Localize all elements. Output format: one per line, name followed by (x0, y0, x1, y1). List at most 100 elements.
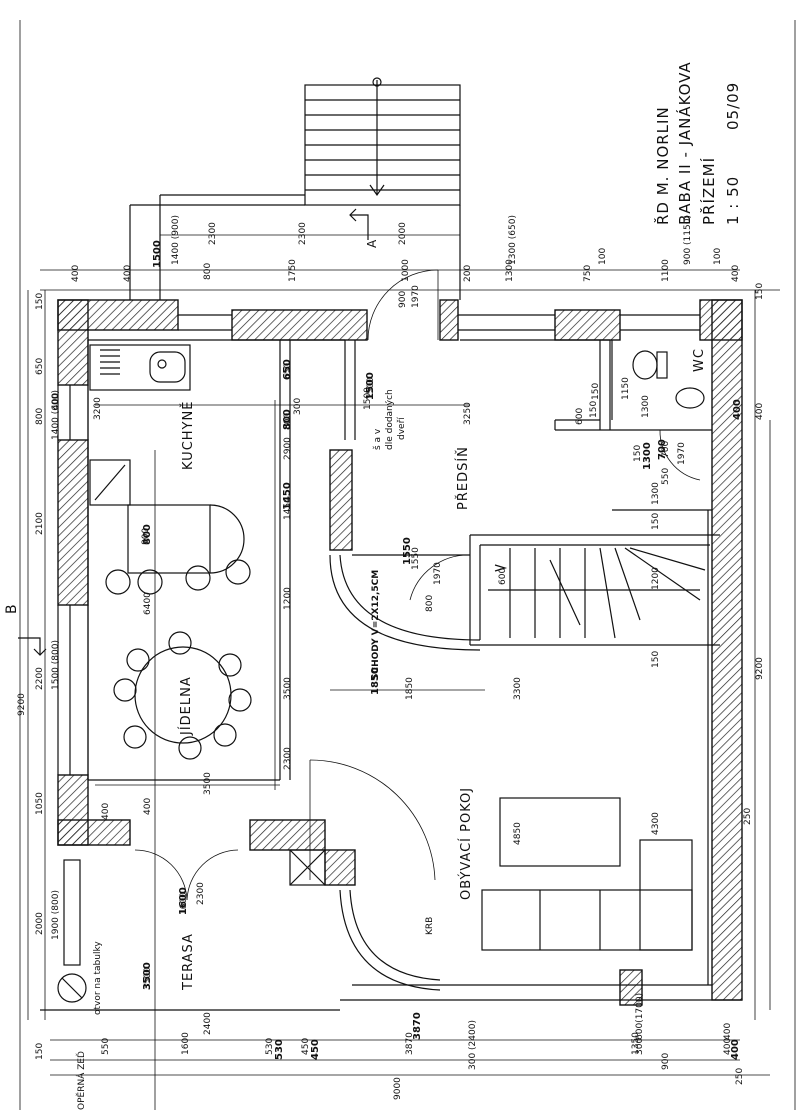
dimension-label: 1000 (401, 259, 411, 282)
dimension-lines (27, 234, 780, 1110)
dimension-label: 800 (425, 595, 435, 612)
dimension-label: 600(1700) (635, 993, 645, 1040)
dimension-label: 1050 (35, 792, 45, 815)
dimension-label: 1970 (433, 562, 443, 585)
dimension-label: 3870 (412, 1012, 423, 1040)
dimension-label: 1500 (365, 372, 376, 400)
dimension-label: 250 (735, 1068, 745, 1085)
dimension-label: 400 (123, 265, 133, 282)
dimension-label: 150 (755, 283, 765, 300)
section-a-label: A (365, 239, 379, 248)
dimension-label: 1300 (642, 442, 653, 470)
kitchen-furniture (89, 344, 251, 595)
title-block: ŘD M. NORLIN BABA II - JANÁKOVA PŘÍZEMÍ … (653, 61, 742, 225)
dimension-label: 1150 (621, 377, 631, 400)
dimension-label: 2000 (398, 222, 408, 245)
doors (134, 269, 701, 901)
dimension-label: 2300 (196, 882, 206, 905)
wc-fixtures (632, 350, 705, 409)
dimension-label: 650 (283, 363, 293, 380)
door-note-1: š a v (372, 428, 383, 450)
dimension-label: 2300 (208, 222, 218, 245)
section-b-marker: B (4, 604, 47, 656)
dimension-label: 6400 (143, 592, 153, 615)
dimension-label: 2900 (283, 437, 293, 460)
interior-staircase (488, 547, 706, 639)
title-date: 05/09 (724, 82, 742, 130)
dimension-label: 650 (35, 358, 45, 375)
dimension-label: 550 (101, 1038, 111, 1055)
interior-walls (87, 339, 720, 985)
dimension-label: 150 (591, 383, 601, 400)
dimension-label: 400 (71, 265, 81, 282)
section-a-marker: A (349, 208, 379, 248)
dimension-label: 1450 (282, 482, 293, 510)
dimension-label: 150 (35, 293, 45, 310)
room-label-kitchen: KUCHYNĚ (180, 401, 196, 470)
dimension-label: 1100 (661, 259, 671, 282)
dimension-label: 450 (310, 1039, 321, 1060)
dimension-label: 150 (651, 513, 661, 530)
dimension-label: 200 (463, 265, 473, 282)
dimension-label: 750 (583, 265, 593, 282)
dimension-label: 3500 (142, 962, 153, 990)
dimension-label: 400 (143, 798, 153, 815)
dimension-label: 9200 (17, 693, 27, 716)
dimension-label: 1500 (152, 240, 163, 268)
section-b-label: B (4, 604, 20, 614)
room-label-terrace: TERASA (181, 933, 196, 991)
dimension-label: 9000 (393, 1077, 403, 1100)
dimension-label: 4850 (513, 822, 523, 845)
dimension-label: 2300 (298, 222, 308, 245)
dimension-label: 1300 (650) (508, 215, 518, 265)
dimension-label: 100 (713, 248, 723, 265)
dimension-label: 150 (633, 445, 643, 462)
dimension-label: 300 (635, 1038, 645, 1055)
dimension-label: 1200 (651, 567, 661, 590)
room-label-dining: JÍDELNA (178, 676, 194, 736)
dimension-label: 800 (283, 413, 293, 430)
dimension-label: 3250 (463, 402, 473, 425)
dimension-label: 1500 (800) (51, 640, 61, 690)
dimension-label: 150 (35, 1043, 45, 1060)
dimension-label: 900 (661, 1053, 671, 1070)
dimension-label: 2200 (35, 667, 45, 690)
dimension-label: 3500 (203, 772, 213, 795)
dimension-label: 3500 (283, 677, 293, 700)
dimension-label: 250 (743, 808, 753, 825)
dimension-label: 9200 (755, 657, 765, 680)
dimension-label: 1970 (677, 442, 687, 465)
dimension-label: 1450 (283, 497, 293, 520)
dimension-label: 700 (657, 439, 668, 460)
dimension-label: 400 (732, 399, 743, 420)
label-retaining-wall: OPĚRNÁ ZEĎ (75, 1051, 87, 1110)
dimension-label: 400 (731, 265, 741, 282)
dimension-label: 1970 (411, 285, 421, 308)
hall-arc (329, 554, 481, 651)
dimension-label: 1500 (363, 387, 373, 410)
dimension-label: 800 (142, 524, 153, 545)
title-line2: BABA II - JANÁKOVA (675, 61, 694, 225)
exterior-stairs (129, 77, 461, 300)
dimension-label: 300 (2400) (468, 1020, 478, 1070)
door-note-3: dveří (397, 417, 407, 440)
dimension-label: 900 (398, 291, 408, 308)
dimension-label: 400 (730, 1039, 741, 1060)
dimension-label: 1350 (631, 1032, 641, 1055)
room-label-fireplace: KRB (425, 917, 435, 935)
exterior-walls (57, 299, 743, 1006)
dimension-label: 3300 (513, 677, 523, 700)
dimension-label: 900 (1150) (683, 215, 693, 265)
dimension-label: 600 (575, 408, 585, 425)
dimension-label: 1200 (283, 587, 293, 610)
dimension-label: 1600 (181, 1032, 191, 1055)
dimension-label: 800 (141, 528, 151, 545)
dimension-label: 400 (755, 403, 765, 420)
dimension-label: 400 (51, 393, 61, 410)
dimension-label: 400 (101, 803, 111, 820)
dimension-label: 530 (265, 1038, 275, 1055)
room-label-wc: WC (692, 348, 707, 372)
hall-arc-inner (339, 554, 481, 641)
dimension-label: 650 (282, 359, 293, 380)
